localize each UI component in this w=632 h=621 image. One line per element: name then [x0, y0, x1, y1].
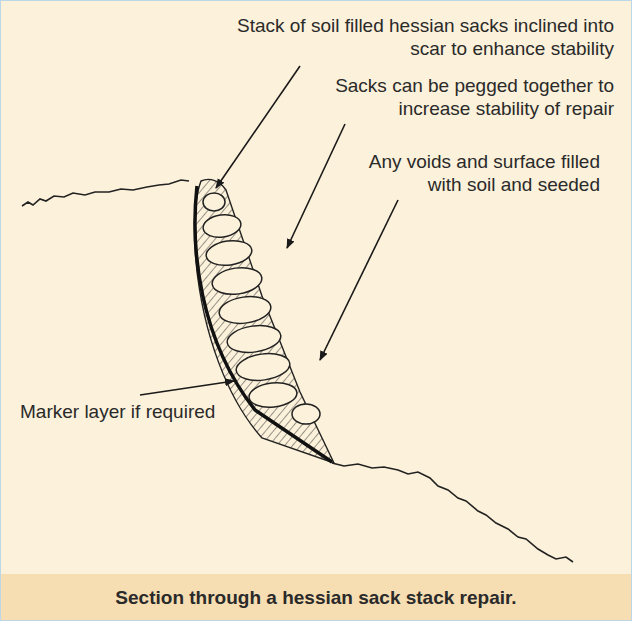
callout-label: Sacks can be pegged together to increase… [284, 74, 614, 120]
callout-label: Marker layer if required [20, 400, 215, 423]
callout-label: Stack of soil filled hessian sacks incli… [229, 14, 614, 60]
callout-label: Any voids and surface filled with soil a… [348, 150, 600, 196]
figure-caption: Section through a hessian sack stack rep… [0, 586, 632, 609]
